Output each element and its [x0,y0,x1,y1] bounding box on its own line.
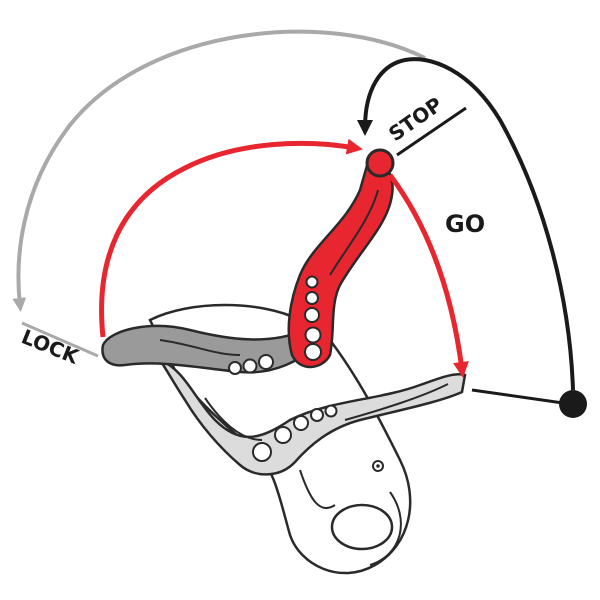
body-hole [252,442,272,462]
body-hole [274,426,292,444]
pivot-knob [365,148,395,178]
arrow-lock-to-stop [99,138,363,338]
lever-hole [304,326,322,344]
lock-label: LOCK [18,324,83,369]
lever-hole [305,275,319,289]
arrow-stop-to-lock [12,29,426,312]
cam-body [156,357,467,476]
lever-hole [304,307,320,323]
attachment-hole [330,503,394,551]
stop-tick-line [396,106,467,157]
body-hole [324,404,338,418]
arrow-release-to-stop [357,57,575,391]
lock-tick-line [21,321,99,358]
release-point-dot [559,390,587,418]
go-label: GO [445,210,485,238]
release-line [471,388,571,406]
lever-stop-position [287,148,395,369]
lever-hole [304,343,322,361]
body-hole [293,415,309,431]
lever-hole [305,291,319,305]
stop-label: STOP [384,92,447,146]
body-hole [310,408,324,422]
arrow-stop-to-go [387,173,469,378]
